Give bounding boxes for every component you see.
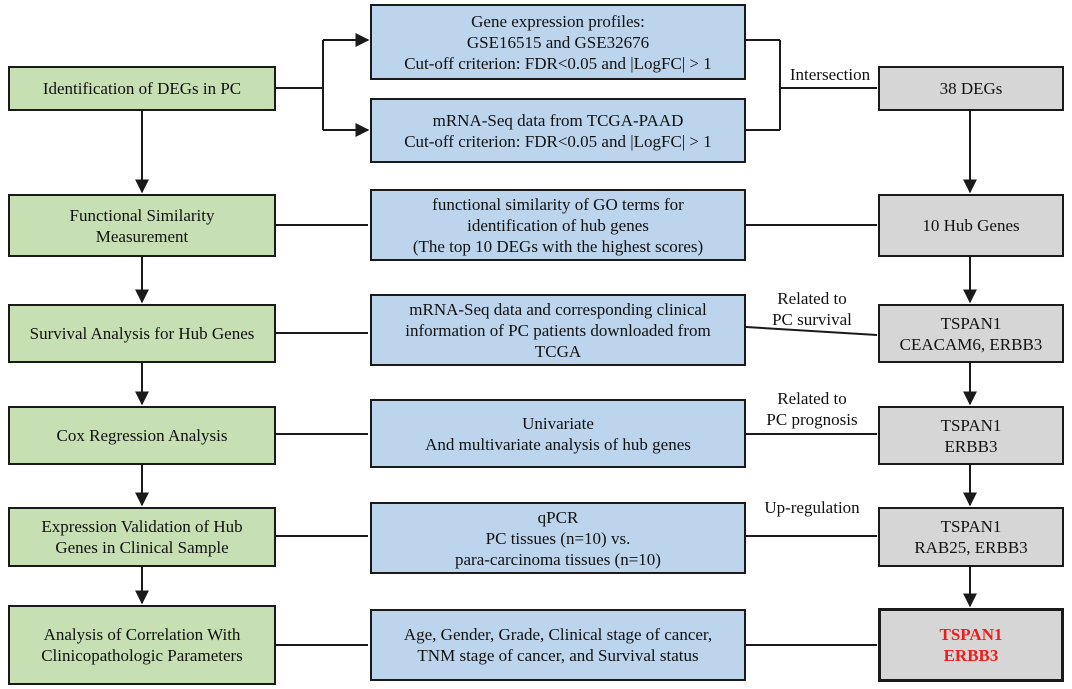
data-qpcr: qPCR PC tissues (n=10) vs. para-carcinom… — [370, 502, 746, 574]
label-upregulation: Up-regulation — [764, 498, 860, 517]
step-label: Clinicopathologic Parameters — [41, 646, 243, 665]
data-label: Gene expression profiles: — [471, 11, 645, 31]
step-cox-regression: Cox Regression Analysis — [8, 406, 276, 465]
step-label: Analysis of Correlation With — [43, 625, 241, 644]
result-label-highlight: ERBB3 — [943, 646, 999, 665]
result-survival-genes: TSPAN1 CEACAM6, ERBB3 — [878, 304, 1064, 363]
result-final-genes: TSPAN1 ERBB3 — [878, 608, 1064, 682]
data-go-similarity: functional similarity of GO terms for id… — [370, 189, 746, 261]
data-label: PC tissues (n=10) vs. — [485, 528, 631, 548]
result-label: TSPAN1 — [940, 415, 1002, 435]
step-label: Survival Analysis for Hub Genes — [29, 324, 255, 343]
result-label: TSPAN1 — [940, 313, 1002, 333]
result-38-degs: 38 DEGs — [878, 66, 1064, 111]
data-univariate-multivariate: Univariate And multivariate analysis of … — [370, 399, 746, 468]
data-tcga-clinical: mRNA-Seq data and corresponding clinical… — [370, 294, 746, 366]
data-label: TNM stage of cancer, and Survival status — [417, 646, 699, 665]
data-label: TCGA — [534, 341, 582, 361]
step-label: Cox Regression Analysis — [56, 426, 228, 445]
data-label: (The top 10 DEGs with the highest scores… — [412, 236, 704, 256]
connector-row3-right — [745, 326, 878, 336]
step-label: Genes in Clinical Sample — [55, 538, 229, 557]
step-label: Identification of DEGs in PC — [42, 79, 242, 98]
label-related-prognosis: Related to PC prognosis — [766, 389, 858, 429]
data-geo-profiles: Gene expression profiles: GSE16515 and G… — [370, 4, 746, 80]
result-label: 38 DEGs — [939, 79, 1003, 98]
data-label: mRNA-Seq data and corresponding clinical — [409, 299, 707, 319]
result-label: RAB25, ERBB3 — [914, 538, 1028, 557]
data-label: information of PC patients downloaded fr… — [405, 320, 711, 340]
result-label: CEACAM6, ERBB3 — [899, 334, 1043, 354]
step-identification-degs: Identification of DEGs in PC — [8, 66, 276, 111]
data-label: Cut-off criterion: FDR<0.05 and |LogFC| … — [404, 131, 712, 151]
step-expression-validation: Expression Validation of Hub Genes in Cl… — [8, 507, 276, 567]
data-label: Univariate — [522, 413, 594, 433]
data-label: Age, Gender, Grade, Clinical stage of ca… — [403, 625, 713, 644]
result-upregulated-genes: TSPAN1 RAB25, ERBB3 — [878, 507, 1064, 567]
label-intersection: Intersection — [789, 65, 871, 84]
result-10-hub-genes: 10 Hub Genes — [878, 194, 1064, 257]
step-clinicopathologic-correlation: Analysis of Correlation With Clinicopath… — [8, 605, 276, 685]
data-label: para-carcinoma tissues (n=10) — [455, 549, 661, 569]
result-prognosis-genes: TSPAN1 ERBB3 — [878, 406, 1064, 465]
data-label: mRNA-Seq data from TCGA-PAAD — [432, 110, 684, 130]
data-label: identification of hub genes — [467, 215, 649, 235]
step-survival-analysis: Survival Analysis for Hub Genes — [8, 304, 276, 363]
result-label: ERBB3 — [944, 436, 998, 456]
data-label: GSE16515 and GSE32676 — [466, 32, 650, 52]
result-label: TSPAN1 — [940, 517, 1002, 536]
step-functional-similarity: Functional Similarity Measurement — [8, 194, 276, 257]
data-label: qPCR — [537, 507, 579, 527]
data-tcga-paad: mRNA-Seq data from TCGA-PAAD Cut-off cri… — [370, 98, 746, 163]
data-label: functional similarity of GO terms for — [432, 194, 684, 214]
result-label-highlight: TSPAN1 — [939, 625, 1003, 644]
data-label: And multivariate analysis of hub genes — [425, 434, 691, 454]
step-label: Functional Similarity — [69, 205, 215, 225]
result-label: 10 Hub Genes — [922, 216, 1020, 235]
data-clinical-parameters: Age, Gender, Grade, Clinical stage of ca… — [370, 609, 746, 681]
step-label: Expression Validation of Hub — [41, 517, 243, 536]
step-label: Measurement — [95, 226, 189, 246]
label-related-survival: Related to PC survival — [772, 289, 852, 329]
data-label: Cut-off criterion: FDR<0.05 and |LogFC| … — [404, 53, 712, 73]
